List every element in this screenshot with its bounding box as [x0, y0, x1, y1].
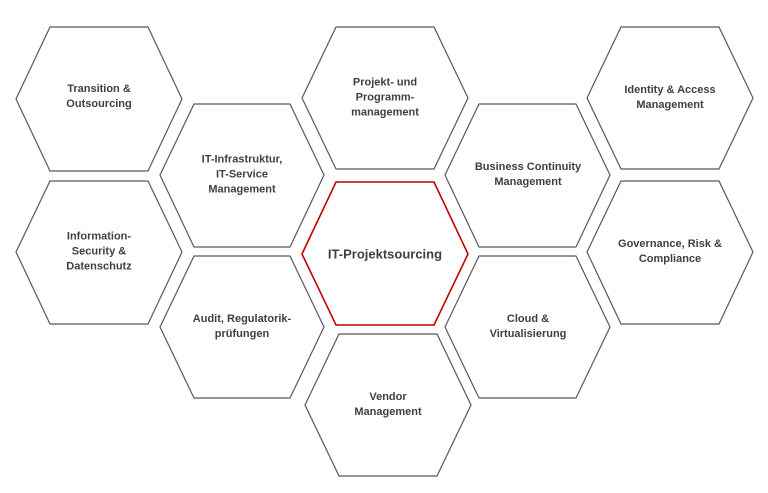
hex-iam [586, 26, 754, 170]
label-transition: Transition & Outsourcing [66, 83, 132, 110]
label-projekt: Projekt- und Programm- management [351, 76, 419, 119]
hex-it-infra [159, 103, 325, 248]
hex-cloud [444, 255, 611, 399]
hex-audit [159, 255, 325, 399]
label-iam: Identity & Access Management [624, 84, 716, 111]
hex-transition [15, 26, 183, 172]
hex-vendor [304, 333, 472, 477]
label-cloud: Cloud & Virtualisierung [489, 313, 567, 340]
label-grc: Governance, Risk & Compliance [618, 238, 722, 265]
label-infosec: Information- Security & Datenschutz [66, 230, 132, 273]
hex-grc [586, 180, 754, 325]
hex-bcm [444, 103, 611, 248]
label-vendor: Vendor Management [354, 391, 422, 418]
hex-projekt [301, 26, 469, 170]
label-bcm: Business Continuity Management [474, 161, 582, 188]
label-center: IT-Projektsourcing [327, 246, 443, 262]
hex-center [301, 181, 469, 326]
label-it-infra: IT-Infrastruktur, IT-Service Management [201, 153, 283, 196]
label-audit: Audit, Regulatorik- prüfungen [192, 313, 292, 340]
hex-infosec [15, 180, 183, 325]
